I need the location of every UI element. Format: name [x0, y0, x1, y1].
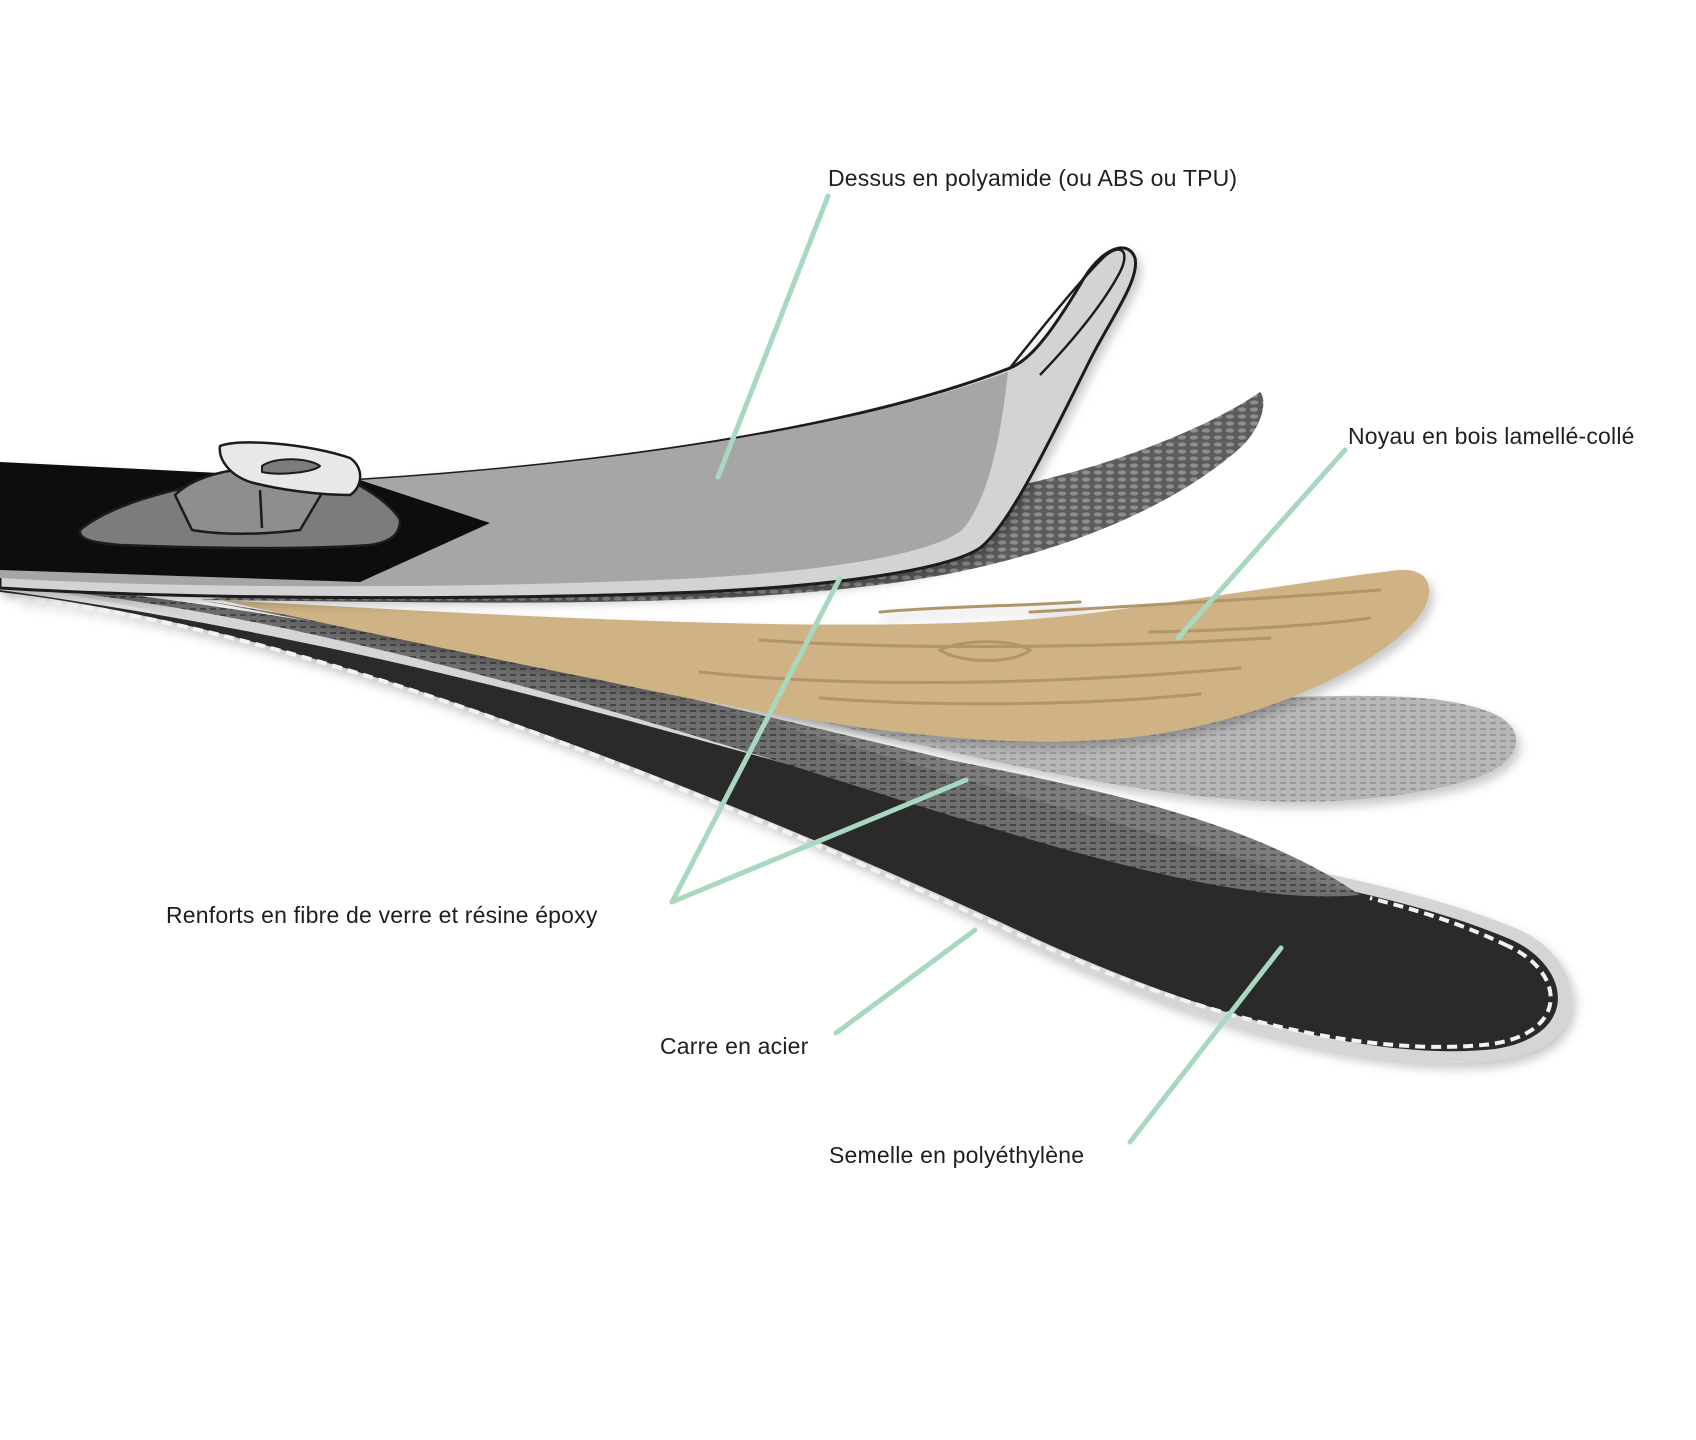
leader-base — [1127, 945, 1284, 1145]
binding-toe-hole — [261, 458, 321, 475]
leader-topsheet — [715, 193, 831, 480]
fiberglass-upper-layer — [0, 580, 1360, 897]
steel-edge-dashes — [19, 596, 1553, 1049]
base-layer — [0, 580, 1572, 1063]
label-topsheet: Dessus en polyamide (ou ABS ou TPU) — [828, 165, 1238, 191]
base-sole — [0, 590, 1558, 1052]
leader-fiberglass-a — [669, 575, 843, 905]
leader-fiberglass-b — [669, 777, 969, 905]
binding-heel-line — [258, 489, 264, 529]
label-base: Semelle en polyéthylène — [829, 1142, 1085, 1168]
label-wood-core: Noyau en bois lamellé-collé — [1348, 423, 1635, 449]
leader-edge — [833, 927, 978, 1036]
mesh-reinforcement-layer — [200, 392, 1264, 603]
leader-core — [1175, 447, 1348, 641]
topsheet-tip-loop — [1009, 248, 1126, 376]
leader-lines — [669, 193, 1348, 1145]
label-steel-edge: Carre en acier — [660, 1033, 809, 1059]
label-fiberglass: Renforts en fibre de verre et résine épo… — [166, 902, 598, 928]
binding — [78, 441, 402, 550]
steel-edge-dashes-inner — [1369, 896, 1509, 948]
